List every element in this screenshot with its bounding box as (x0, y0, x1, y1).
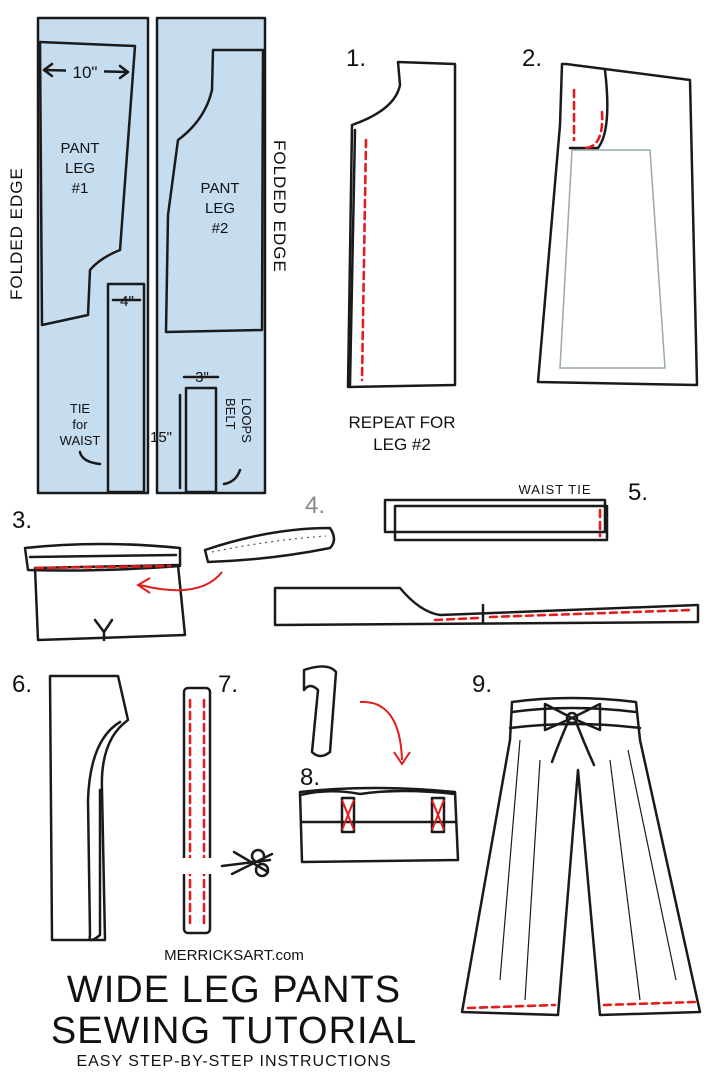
step-7: 7. (178, 671, 274, 935)
folded-edge-left: FOLDED EDGE (7, 167, 26, 300)
step-8-arrow (359, 700, 403, 761)
bow-icon (543, 702, 602, 767)
step-4-number: 4. (305, 492, 325, 519)
belt-loops-arrow (222, 468, 242, 486)
subtitle: EASY STEP-BY-STEP INSTRUCTIONS (76, 1053, 391, 1070)
step-2: 2. (522, 45, 699, 387)
belt-loop-strip (184, 386, 218, 494)
measure-15-label: 15" (150, 429, 172, 446)
step-8-waist (298, 786, 460, 864)
step-2-stitch-b (584, 110, 604, 150)
leg1-label-2: LEG (65, 160, 95, 177)
tie-label-3: WAIST (60, 433, 101, 448)
step-4-loop-tape (203, 526, 336, 564)
step-1-stitch (360, 138, 368, 382)
step-7-number: 7. (218, 671, 238, 698)
step-3: 3. (12, 507, 223, 642)
step-7-stitch (188, 698, 206, 927)
repeat-note-2: LEG #2 (373, 435, 431, 454)
leg2-label-1: PANT (201, 180, 240, 197)
step-6-number: 6. (12, 671, 32, 698)
pant-leg-1-piece (38, 40, 137, 327)
leg2-label-2: LEG (205, 200, 235, 217)
step-1: 1. REPEAT FOR LEG #2 (346, 45, 457, 454)
folded-edge-right: FOLDED EDGE (270, 140, 289, 273)
step-6: 6. (12, 671, 130, 942)
tie-label-1: TIE (70, 401, 91, 416)
title-line-1: WIDE LEG PANTS (67, 969, 401, 1011)
step-7-belt-loop-strip (182, 686, 212, 935)
measure-4-label: 4" (120, 293, 134, 310)
step-2-number: 2. (522, 45, 542, 72)
step-6-leg (48, 674, 130, 942)
step-8: 8. (298, 665, 460, 864)
step-9-hem-stitch (466, 1000, 697, 1010)
step-4: 4. (203, 492, 336, 564)
repeat-note-1: REPEAT FOR (348, 413, 455, 432)
step-8-loop-left (340, 796, 356, 834)
leg1-label-3: #1 (72, 180, 89, 197)
pant-leg-2-piece (164, 48, 265, 334)
belt-loops-label-1: BELT (223, 398, 238, 430)
step-3-stitch (34, 564, 172, 570)
tie-label-2: for (72, 417, 88, 432)
step-1-number: 1. (346, 45, 366, 72)
tie-arrow (78, 450, 102, 466)
site-credit: MERRICKSART.com (164, 947, 304, 964)
measure-3-label: 3" (195, 369, 209, 386)
leg2-label-3: #2 (212, 220, 229, 237)
title-line-2: SEWING TUTORIAL (51, 1010, 417, 1052)
tie-strip (106, 282, 146, 494)
step-1-leg (346, 60, 457, 389)
measure-10-label: 10" (73, 63, 98, 82)
waist-tie-label: WAIST TIE (518, 482, 591, 497)
step-9: 9. (460, 671, 702, 1017)
step-8-number: 8. (300, 764, 320, 791)
step-5: 5. WAIST TIE (273, 479, 700, 627)
pattern-layout: 10" PANT LEG #1 PANT LEG #2 FOLDED EDGE … (7, 16, 289, 495)
belt-loops-label-2: LOOPS (239, 398, 254, 443)
footer: MERRICKSART.com WIDE LEG PANTS SEWING TU… (51, 947, 417, 1070)
step-5-tie-turned (273, 586, 700, 627)
step-5-tie-stitch (433, 608, 694, 622)
step-9-pants (460, 696, 702, 1017)
step-8-loop-right (430, 796, 446, 834)
step-3-waistband (23, 542, 182, 572)
leg1-label-1: PANT (61, 140, 100, 157)
step-3-arrow (139, 571, 223, 592)
step-8-belt-loop (302, 665, 338, 758)
scissors-icon (230, 848, 274, 878)
step-9-number: 9. (472, 671, 492, 698)
step-3-waist (33, 563, 187, 642)
fabric-left (38, 18, 148, 493)
step-5-tie (393, 504, 609, 542)
step-5-number: 5. (628, 479, 648, 506)
step-3-number: 3. (12, 507, 32, 534)
step-2-leg (536, 62, 699, 387)
